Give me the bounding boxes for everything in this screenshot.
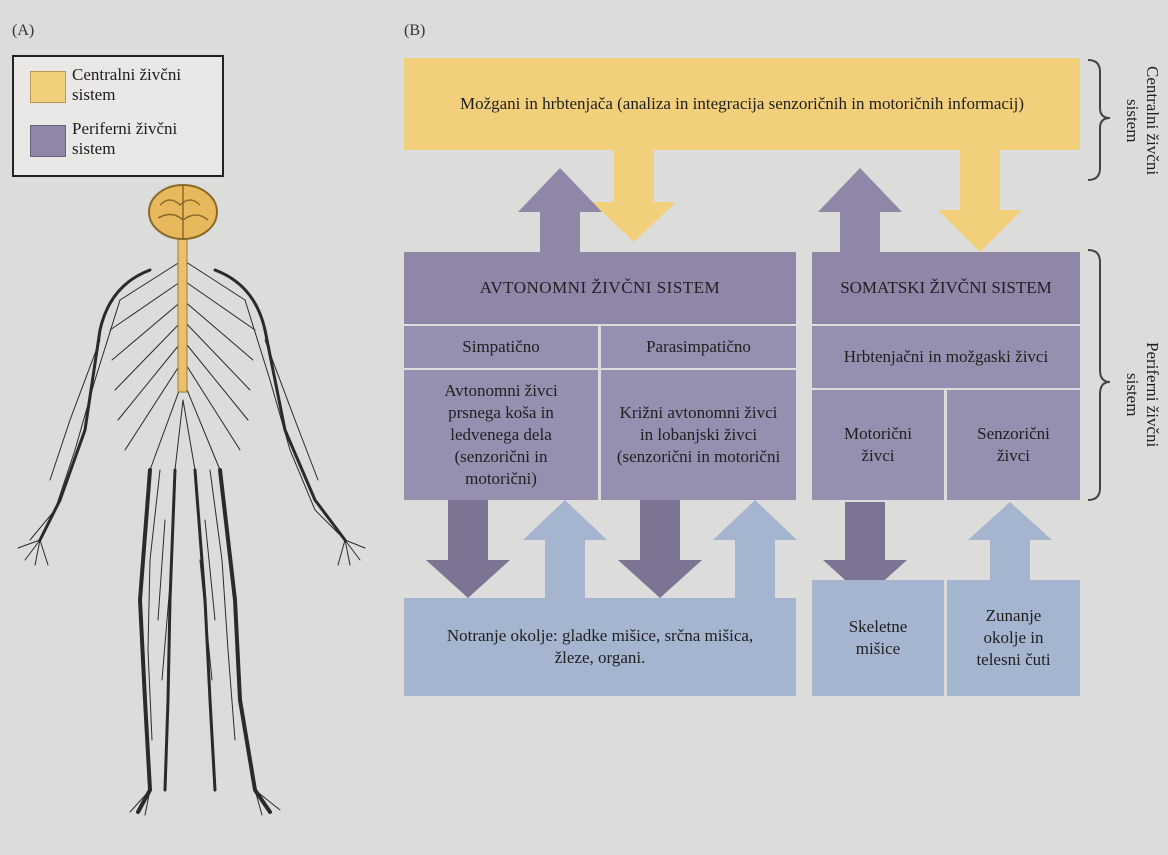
somatic-title-box: SOMATSKI ŽIVČNI SISTEM (812, 252, 1080, 324)
external-environment-box: Zunanje okolje in telesni čuti (947, 580, 1080, 696)
parasympathetic-label: Parasimpatično (646, 336, 751, 358)
external-environment-label: Zunanje okolje in telesni čuti (969, 605, 1058, 671)
autonomic-title-box: AVTONOMNI ŽIVČNI SISTEM (404, 252, 796, 324)
side-label-pns: Periferni živčni sistem (1118, 330, 1162, 460)
parasympathetic-desc-box: Križni avtonomni živci in lobanjski živc… (601, 370, 796, 500)
skeletal-muscles-box: Skeletne mišice (812, 580, 944, 696)
internal-environment-box: Notranje okolje: gladke mišice, srčna mi… (404, 598, 796, 696)
parasympathetic-box: Parasimpatično (601, 326, 796, 368)
sympathetic-desc-box: Avtonomni živci prsnega koša in ledveneg… (404, 370, 598, 500)
skeletal-muscles-label: Skeletne mišice (840, 616, 916, 660)
cns-box: Možgani in hrbtenjača (analiza in integr… (404, 58, 1080, 150)
autonomic-title: AVTONOMNI ŽIVČNI SISTEM (480, 277, 720, 299)
side-label-cns: Centralni živčni sistem (1118, 62, 1162, 180)
sympathetic-box: Simpatično (404, 326, 598, 368)
sensory-nerves-label: Senzorični živci (971, 423, 1056, 467)
cns-box-text: Možgani in hrbtenjača (analiza in integr… (460, 93, 1024, 115)
sympathetic-desc: Avtonomni živci prsnega koša in ledveneg… (418, 380, 584, 490)
motor-nerves-label: Motorični živci (842, 423, 914, 467)
sensory-nerves-box: Senzorični živci (947, 390, 1080, 500)
motor-nerves-box: Motorični živci (812, 390, 944, 500)
somatic-title: SOMATSKI ŽIVČNI SISTEM (840, 277, 1052, 299)
internal-environment-label: Notranje okolje: gladke mišice, srčna mi… (428, 625, 772, 669)
sympathetic-label: Simpatično (462, 336, 539, 358)
spinal-cranial-label: Hrbtenjačni in možgaski živci (844, 346, 1048, 368)
spinal-cranial-box: Hrbtenjačni in možgaski živci (812, 326, 1080, 388)
parasympathetic-desc: Križni avtonomni živci in lobanjski živc… (615, 402, 782, 468)
